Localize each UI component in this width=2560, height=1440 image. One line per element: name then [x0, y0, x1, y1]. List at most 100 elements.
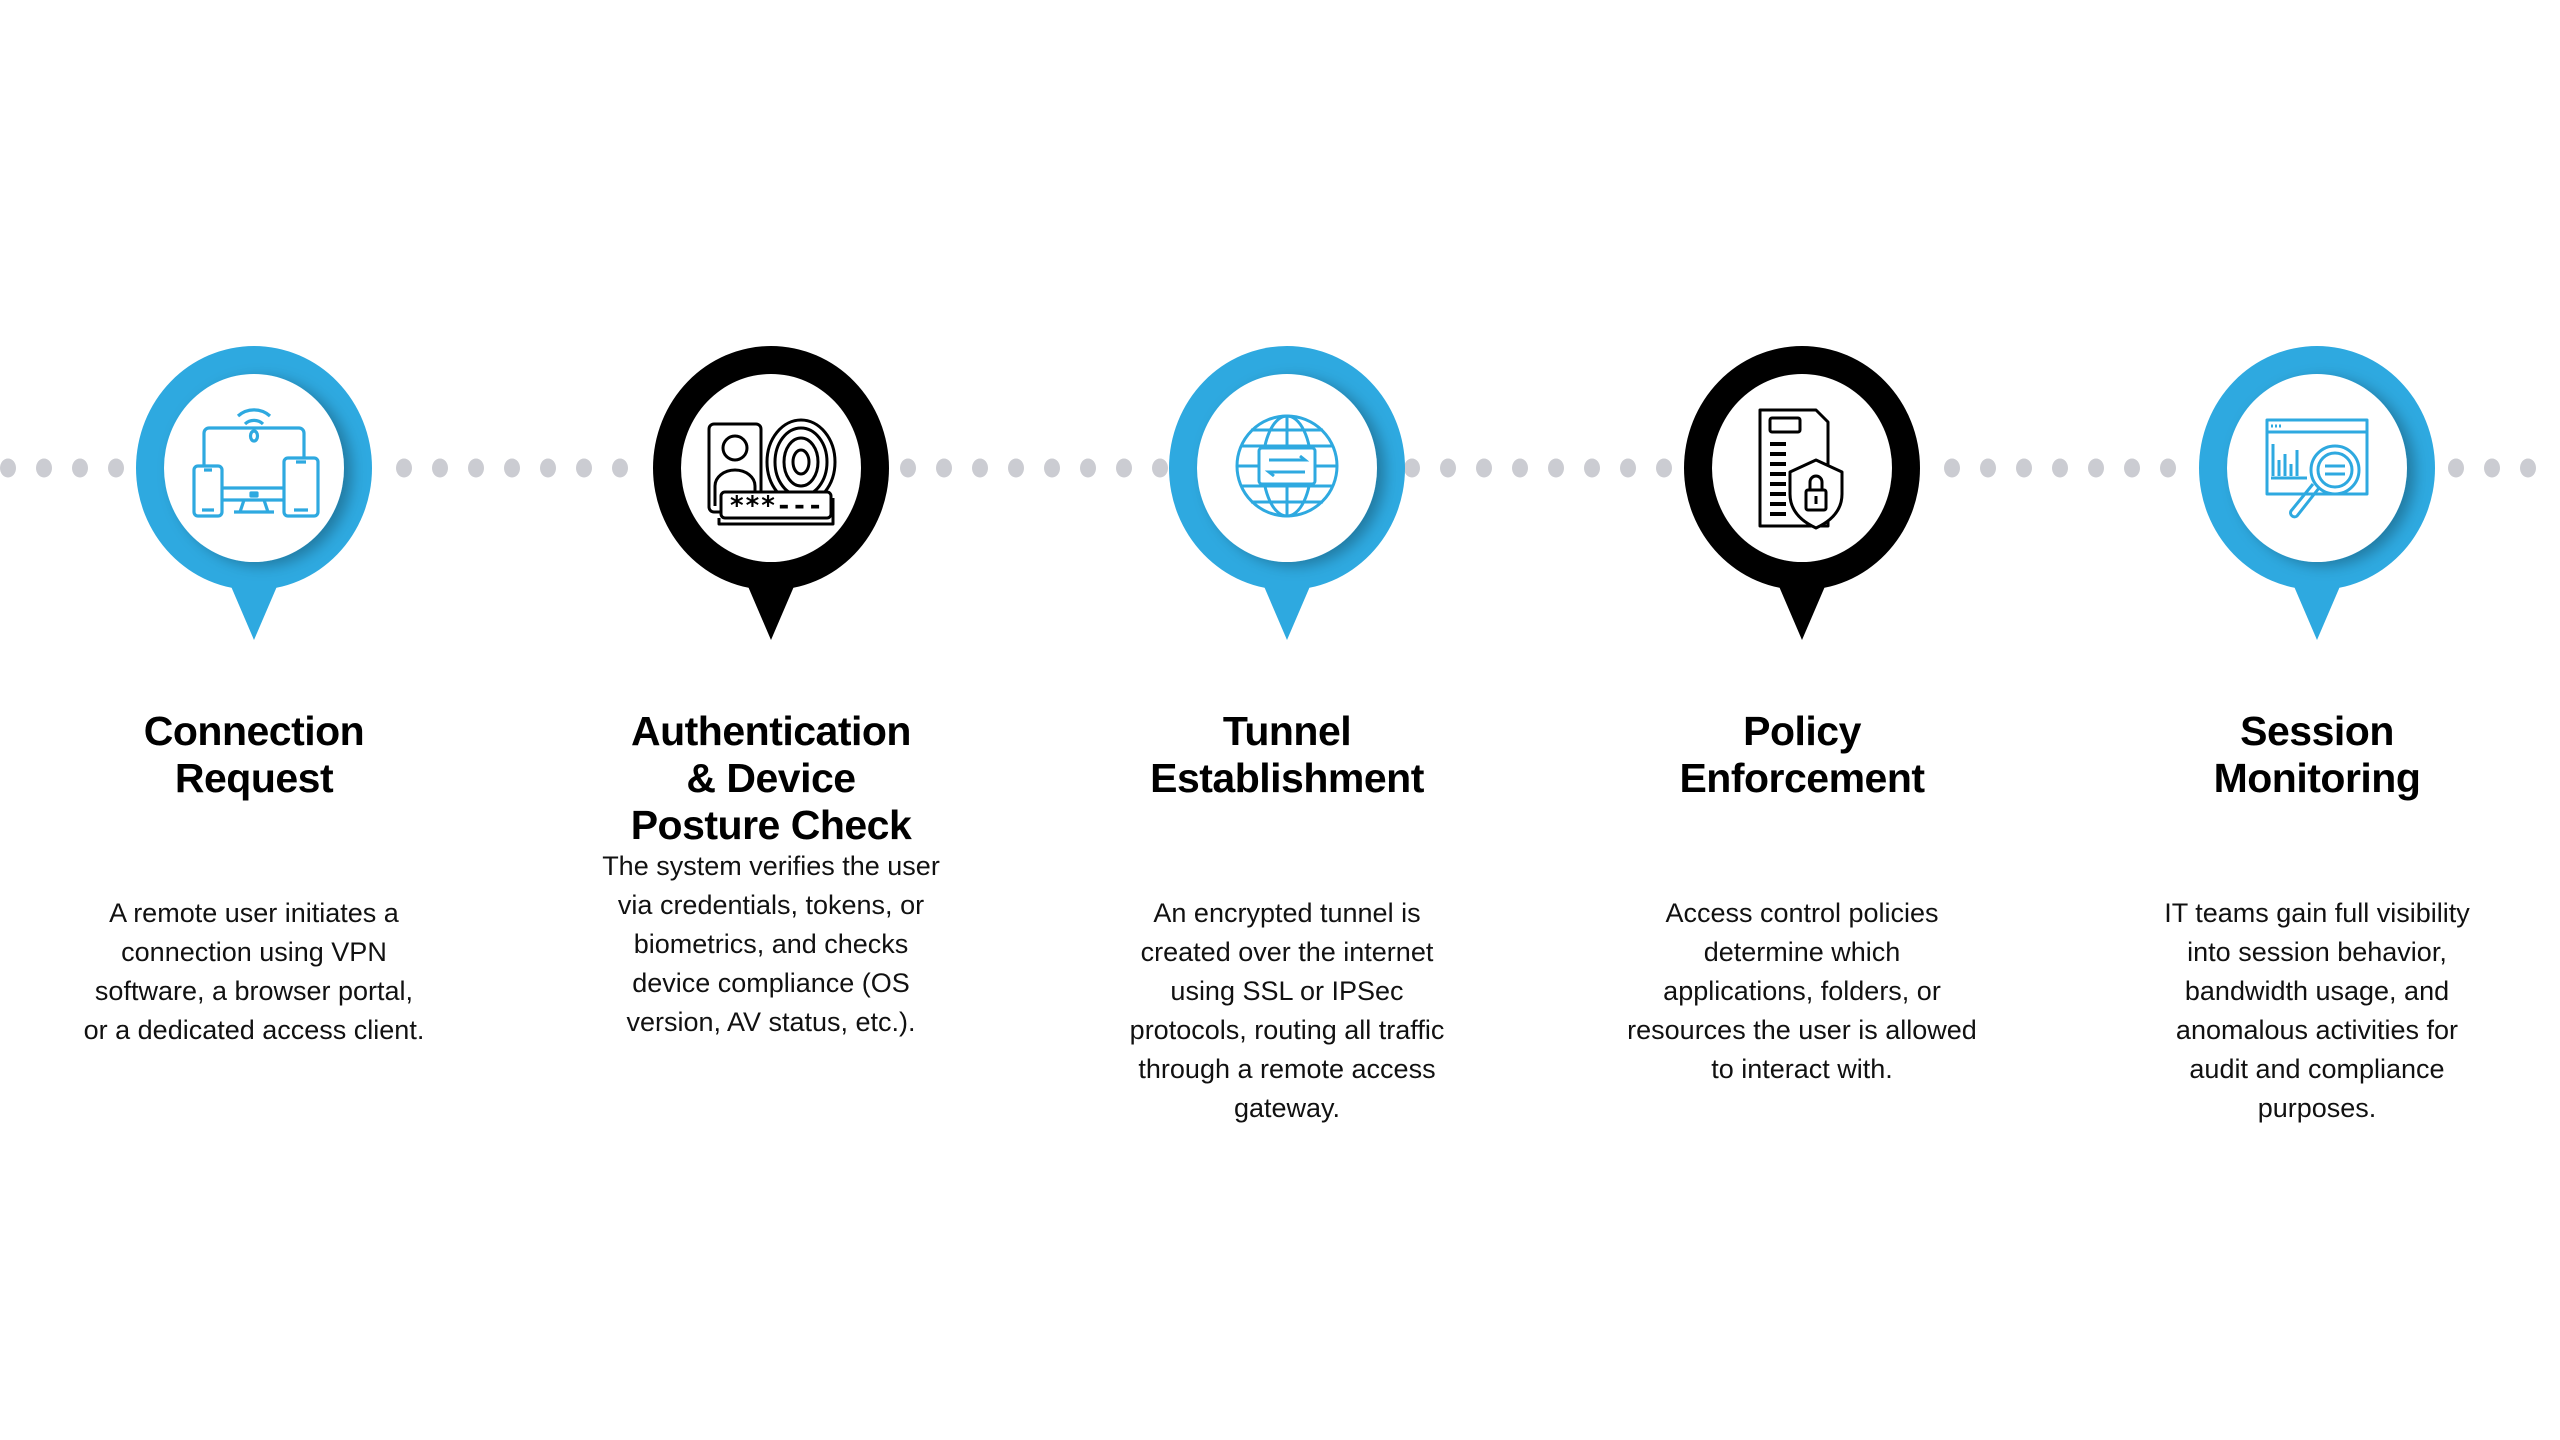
- step-title-line: & Device: [686, 755, 856, 801]
- step-title-line: Establishment: [1150, 755, 1424, 801]
- step-description-line: or a dedicated access client.: [83, 1015, 425, 1045]
- step-pin-4: [1684, 346, 1920, 640]
- step-description-line: via credentials, tokens, or: [617, 890, 925, 920]
- svg-text:***---: ***---: [729, 491, 823, 521]
- timeline-dot: [2520, 458, 2536, 478]
- timeline-dot: [612, 458, 628, 478]
- step-description-line: protocols, routing all traffic: [1129, 1015, 1445, 1045]
- step-description-line: created over the internet: [1140, 937, 1434, 967]
- timeline-dot: [936, 458, 952, 478]
- timeline-dot: [1476, 458, 1492, 478]
- timeline-dot: [1512, 458, 1528, 478]
- step-description-line: version, AV status, etc.).: [626, 1007, 916, 1037]
- devices-wifi-icon: [192, 408, 320, 518]
- step-title-line: Session: [2240, 708, 2394, 754]
- timeline-dot: [2124, 458, 2140, 478]
- step-description-line: bandwidth usage, and: [2184, 976, 2450, 1006]
- timeline-dot: [396, 458, 412, 478]
- step-description-line: The system verifies the user: [602, 851, 940, 881]
- step-description-line: An encrypted tunnel is: [1153, 898, 1421, 928]
- step-description-line: audit and compliance: [2189, 1054, 2445, 1084]
- step-pin-2: ***---: [653, 346, 889, 640]
- timeline-dot: [1548, 458, 1564, 478]
- timeline-dot: [1116, 458, 1132, 478]
- step-description: The system verifies the user via credenti…: [561, 847, 981, 1042]
- step-description-line: resources the user is allowed: [1627, 1015, 1977, 1045]
- timeline-dot: [1440, 458, 1456, 478]
- step-description-line: connection using VPN: [121, 937, 387, 967]
- step-title-line: Monitoring: [2213, 755, 2421, 801]
- timeline-dot: [1620, 458, 1636, 478]
- step-description-line: applications, folders, or: [1663, 976, 1941, 1006]
- timeline-dot: [432, 458, 448, 478]
- timeline-dot: [1080, 458, 1096, 478]
- step-description-line: gateway.: [1233, 1093, 1341, 1123]
- step-description-line: through a remote access: [1138, 1054, 1436, 1084]
- step-title-line: Posture Check: [630, 802, 912, 848]
- timeline-dot: [2448, 458, 2464, 478]
- timeline-dot: [972, 458, 988, 478]
- step-pin-1: [136, 346, 372, 640]
- timeline-dot: [1944, 458, 1960, 478]
- step-title-line: Policy: [1743, 708, 1861, 754]
- timeline-dot: [0, 458, 16, 478]
- timeline-dot: [576, 458, 592, 478]
- timeline-dot: [1044, 458, 1060, 478]
- timeline-dot: [900, 458, 916, 478]
- timeline-dot: [1656, 458, 1672, 478]
- step-title-line: Authentication: [631, 708, 911, 754]
- timeline-dot: [108, 458, 124, 478]
- id-fingerprint-password-icon: ***---: [707, 418, 837, 526]
- step-title-line: Request: [174, 755, 334, 801]
- dotted-timeline: [0, 458, 2536, 478]
- monitor-magnifier-icon: [2265, 418, 2369, 519]
- timeline-dot: [2016, 458, 2032, 478]
- step-pin-5: [2199, 346, 2435, 640]
- step-description: An encrypted tunnel is created over the i…: [1077, 894, 1497, 1128]
- step-pin-3: [1169, 346, 1405, 640]
- step-description-line: into session behavior,: [2187, 937, 2447, 967]
- timeline-dot: [1980, 458, 1996, 478]
- timeline-dot: [1008, 458, 1024, 478]
- timeline-dot: [504, 458, 520, 478]
- step-description-line: purposes.: [2257, 1093, 2377, 1123]
- timeline-dot: [72, 458, 88, 478]
- step-description: A remote user initiates a connection usin…: [44, 894, 464, 1050]
- timeline-dot: [1404, 458, 1420, 478]
- step-description: Access control policies determine which ap…: [1592, 894, 2012, 1089]
- step-description-line: anomalous activities for: [2175, 1015, 2459, 1045]
- timeline-dot: [2160, 458, 2176, 478]
- step-description-line: determine which: [1703, 937, 1901, 967]
- timeline-dot: [540, 458, 556, 478]
- step-description-line: IT teams gain full visibility: [2164, 898, 2470, 928]
- step-description-line: A remote user initiates a: [109, 898, 399, 928]
- step-title-line: Tunnel: [1222, 708, 1352, 754]
- step-title-line: Enforcement: [1679, 755, 1925, 801]
- step-description-line: to interact with.: [1711, 1054, 1893, 1084]
- step-title-line: Connection: [143, 708, 365, 754]
- timeline-dot: [36, 458, 52, 478]
- timeline-dot: [2484, 458, 2500, 478]
- timeline-dot: [1584, 458, 1600, 478]
- step-description-line: Access control policies: [1665, 898, 1939, 928]
- step-description-line: biometrics, and checks: [633, 929, 909, 959]
- step-description-line: using SSL or IPSec: [1170, 976, 1404, 1006]
- timeline-dot: [1152, 458, 1168, 478]
- step-description-line: device compliance (OS: [632, 968, 910, 998]
- timeline-dot: [2088, 458, 2104, 478]
- document-shield-lock-icon: [1758, 408, 1844, 530]
- step-description: IT teams gain full visibility into sessio…: [2107, 894, 2527, 1128]
- step-description-line: software, a browser portal,: [94, 976, 414, 1006]
- timeline-dot: [468, 458, 484, 478]
